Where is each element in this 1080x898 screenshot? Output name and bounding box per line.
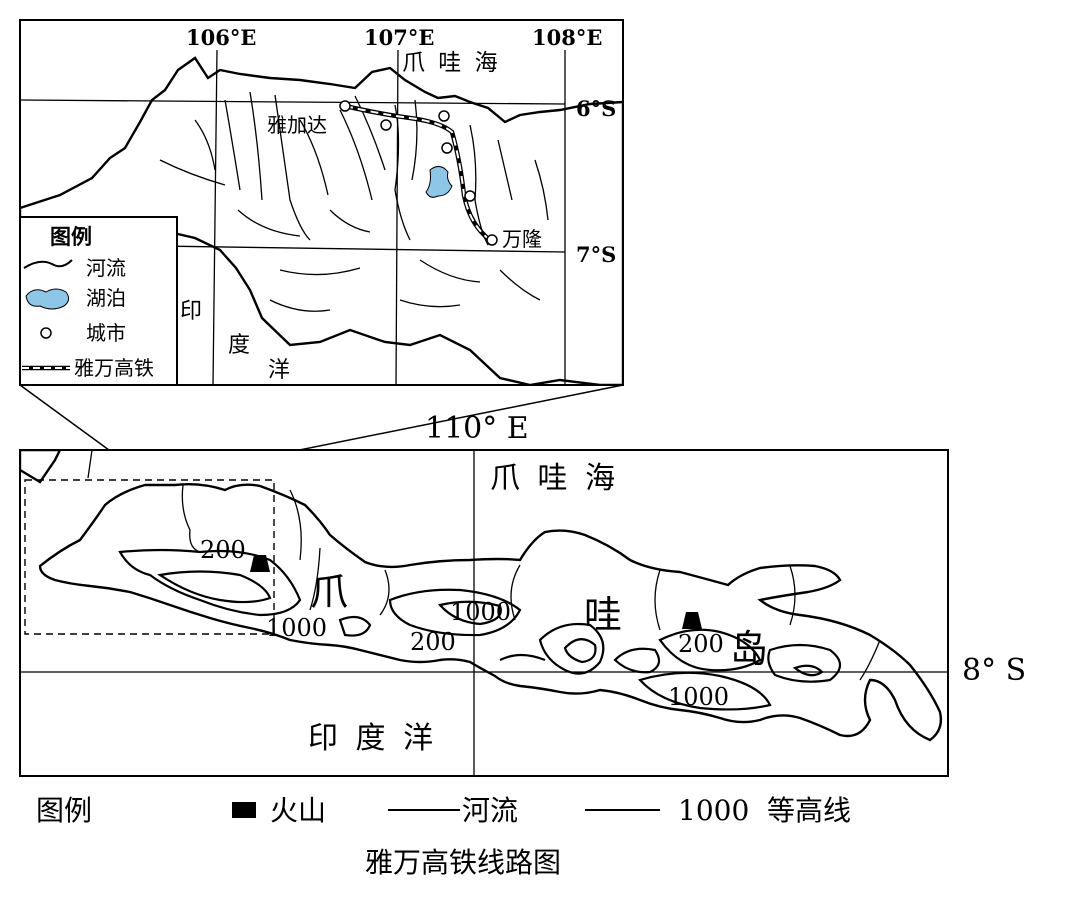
- legend-river-label: 河流: [86, 256, 126, 280]
- meridian-label: 110° E: [425, 411, 529, 446]
- city-jakarta-marker: [339, 100, 351, 112]
- map-caption: 雅万高铁线路图: [365, 846, 561, 879]
- city-marker: [441, 142, 453, 154]
- inset-rivers: [159, 91, 549, 312]
- inset-ocean-char-3: 洋: [268, 358, 290, 383]
- grid-107e-line: [395, 49, 399, 385]
- lon-label-106e: 106°E: [186, 25, 256, 50]
- legend-river-label: 河流: [462, 794, 518, 827]
- bottom-legend: 图例 火山 河流 1000 等高线: [36, 794, 851, 827]
- legend-volcano-label: 火山: [270, 794, 326, 827]
- main-ocean-label: 印 度 洋: [308, 721, 437, 756]
- inset-map: 雅加达 万隆 爪 哇 海 印 度 洋 图例 河流 湖泊 城市 雅万高铁 106: [19, 19, 624, 386]
- grid-6s-line: [20, 99, 566, 105]
- contour-label: 1000: [668, 683, 729, 711]
- lat-label-6s: 6°S: [576, 96, 616, 121]
- rail-line-inner: [344, 105, 491, 241]
- city-marker: [380, 119, 392, 131]
- grid-106e-line: [212, 49, 218, 385]
- volcano-icon: [250, 555, 270, 572]
- inset-ocean-char-2: 度: [228, 333, 250, 358]
- sumatra-coast: [20, 450, 62, 484]
- city-marker: [438, 110, 450, 122]
- legend-city-label: 城市: [86, 321, 126, 345]
- contour-label: 200: [410, 628, 456, 656]
- main-map: 200 1000 1000 200 200 1000 爪 哇 岛 爪 哇 海 印…: [19, 411, 1026, 777]
- contour-label: 1000: [450, 598, 511, 626]
- city-marker: [464, 190, 476, 202]
- lon-label-107e: 107°E: [364, 25, 434, 50]
- legend-contour-label: 1000 等高线: [678, 794, 851, 827]
- inset-lake: [425, 166, 453, 198]
- city-label-jakarta: 雅加达: [267, 113, 327, 137]
- inset-area-box: [24, 479, 275, 635]
- lat-label-7s: 7°S: [576, 242, 616, 267]
- city-label-bandung: 万隆: [502, 227, 542, 251]
- river-legend-icon: [23, 259, 73, 269]
- legend-rail-label: 雅万高铁: [74, 356, 154, 380]
- main-sea-label: 爪 哇 海: [490, 461, 619, 496]
- contour-label: 1000: [266, 614, 327, 642]
- island-label-char-2: 哇: [584, 593, 622, 637]
- inset-ocean-char-1: 印: [180, 299, 202, 324]
- legend-lake-label: 湖泊: [86, 286, 126, 310]
- island-label-char-3: 岛: [730, 627, 768, 671]
- bottom-legend-title: 图例: [36, 794, 92, 827]
- inset-legend: 图例 河流 湖泊 城市 雅万高铁: [20, 216, 178, 385]
- contours: [118, 548, 842, 711]
- contour-label: 200: [678, 630, 724, 658]
- contour-label: 200: [200, 536, 246, 564]
- lake-legend-icon: [25, 288, 70, 310]
- parallel-label: 8° S: [962, 653, 1026, 688]
- lon-label-108e: 108°E: [532, 25, 602, 50]
- city-legend-icon: [40, 327, 52, 339]
- volcano-legend-icon: [232, 802, 256, 818]
- inset-sea-label: 爪 哇 海: [402, 50, 501, 76]
- inset-cities: [339, 100, 498, 246]
- inset-legend-title: 图例: [50, 224, 92, 249]
- island-label-char-1: 爪: [310, 570, 348, 614]
- city-bandung-marker: [486, 234, 498, 246]
- volcano-icon: [682, 612, 702, 629]
